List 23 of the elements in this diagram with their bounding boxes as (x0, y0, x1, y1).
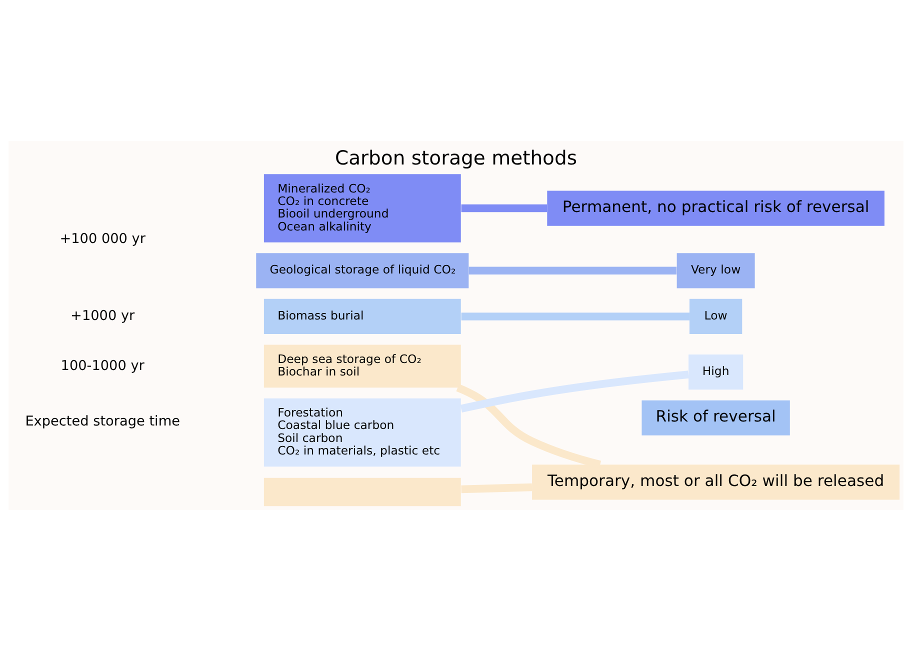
connector (461, 482, 532, 493)
node-box: Very low (676, 252, 755, 288)
connector (456, 384, 602, 468)
connector (468, 266, 677, 274)
diagram-title: Carbon storage methods (335, 146, 577, 169)
label: Expected storage time (25, 412, 180, 429)
node-box: Forestation Coastal blue carbon Soil carbon CO₂ in materials, plastic etc (264, 398, 461, 466)
node-box: Temporary, most or all CO₂ will be released (532, 464, 900, 500)
node-box (264, 477, 461, 506)
connector (461, 204, 548, 212)
node-box: Permanent, no practical risk of reversal (547, 190, 884, 226)
label: +1000 yr (70, 308, 135, 324)
node-box: Risk of reversal (642, 400, 790, 435)
node-box: Geological storage of liquid CO₂ (256, 252, 469, 288)
connector (460, 370, 689, 412)
node-box: Biomass burial (264, 298, 461, 334)
label: +100 000 yr (60, 230, 146, 247)
node-box: High (688, 354, 744, 390)
node-box: Low (690, 298, 742, 334)
connector (461, 312, 690, 320)
node-box: Deep sea storage of CO₂ Biochar in soil (264, 344, 461, 388)
label: 100-1000 yr (60, 357, 144, 374)
node-box: Mineralized CO₂ CO₂ in concrete Biooil underground Ocean alkalinity (264, 174, 461, 242)
